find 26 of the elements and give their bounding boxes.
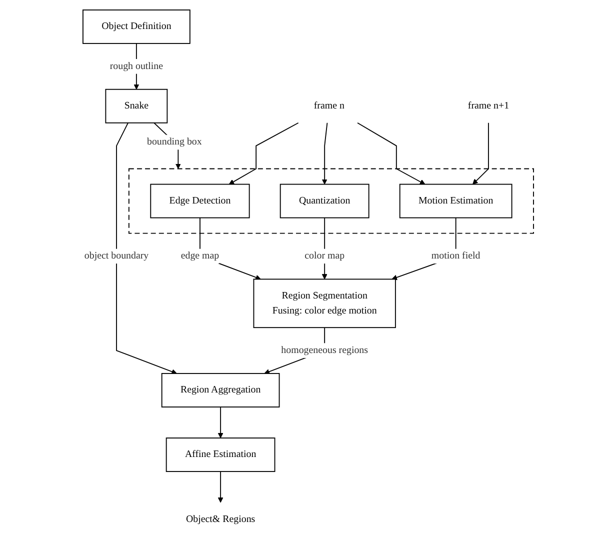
arrow [218,406,224,438]
edge-label: object boundary [84,250,148,262]
node-box: Snake [105,88,168,124]
arrow [228,122,299,185]
node-box: Region Segmentation Fusing: color edge motion [253,278,396,328]
node-box: Motion Estimation [399,184,512,218]
edge-label: rough outline [110,60,163,72]
cluster [128,168,534,234]
arrow [218,471,224,503]
arrow [322,122,328,185]
node-box: Edge Detection [150,184,250,218]
node-box: Quantization [280,184,370,218]
arrow [356,122,425,185]
arrow [116,122,177,374]
node-text: Object& Regions [186,514,255,524]
node-box: Region Aggregation [161,373,280,408]
edge-label: homogeneous regions [280,344,368,356]
node-box: Affine Estimation [166,438,275,472]
node-text: frame n [314,100,344,112]
edge-label: edge map [180,250,219,262]
edge-label: bounding box [146,136,202,148]
node-text: frame n+1 [468,100,509,112]
arrow [472,122,489,185]
node-box: Object Definition [82,10,190,44]
edge-label: color map [304,250,344,262]
edge-label: motion field [431,250,480,262]
